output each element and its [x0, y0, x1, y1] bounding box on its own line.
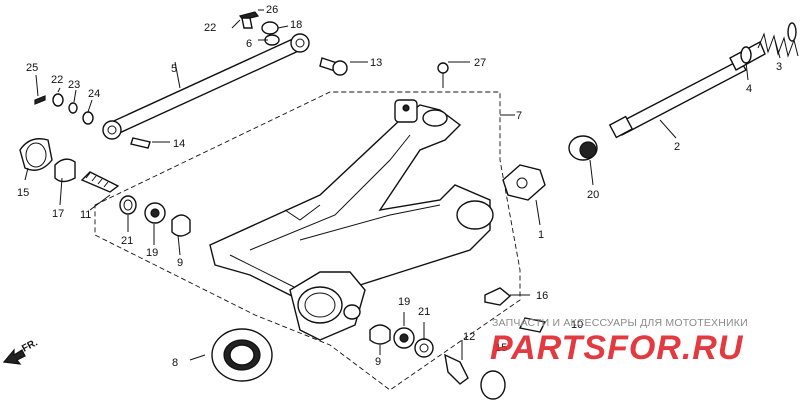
label-16: 16 — [536, 290, 548, 302]
label-23: 23 — [68, 79, 80, 91]
front-direction-arrow: FR. — [2, 337, 40, 365]
top-hardware — [130, 11, 449, 149]
label-26: 26 — [266, 4, 278, 16]
label-1: 1 — [538, 229, 544, 241]
label-14: 14 — [173, 138, 185, 150]
label-20: 20 — [587, 189, 599, 201]
label-4: 4 — [746, 83, 752, 95]
label-21b: 21 — [418, 306, 430, 318]
part-number-labels: 1 2 3 4 5 6 7 8 9 9 10 11 12 13 14 15 15… — [17, 4, 782, 369]
label-13: 13 — [370, 57, 382, 69]
circlip-ring — [740, 46, 752, 64]
left-hardware — [19, 93, 191, 237]
label-27: 27 — [474, 57, 486, 69]
assembly-outline — [94, 91, 521, 391]
label-10: 10 — [571, 319, 583, 331]
label-6: 6 — [246, 38, 252, 50]
label-19b: 19 — [398, 296, 410, 308]
label-15a: 15 — [17, 187, 29, 199]
label-18: 18 — [290, 19, 302, 31]
label-2: 2 — [674, 141, 680, 153]
label-22a: 22 — [204, 22, 216, 34]
coil-spring — [757, 22, 799, 58]
label-9b: 9 — [375, 356, 381, 368]
label-7: 7 — [516, 110, 522, 122]
leader-lines — [24, 9, 781, 361]
label-25: 25 — [26, 62, 38, 74]
label-11: 11 — [80, 209, 91, 221]
label-21a: 21 — [121, 235, 133, 247]
swingarm-frame — [209, 99, 494, 341]
torque-rod — [102, 33, 310, 140]
label-9a: 9 — [177, 257, 183, 269]
label-8: 8 — [172, 357, 178, 369]
watermark-subtitle: ЗАПЧАСТИ И АКСЕССУАРЫ ДЛЯ МОТОТЕХНИКИ — [492, 317, 748, 329]
bottom-hardware — [211, 317, 547, 400]
label-5: 5 — [171, 63, 177, 75]
label-17: 17 — [52, 208, 64, 220]
right-hardware — [484, 135, 598, 306]
label-24: 24 — [88, 88, 100, 100]
label-3: 3 — [776, 61, 782, 73]
label-19a: 19 — [146, 247, 158, 259]
label-12: 12 — [463, 331, 475, 343]
watermark-brand: PARTSFOR.RU — [490, 329, 744, 367]
front-marker-label: FR. — [20, 337, 40, 354]
label-22b: 22 — [51, 74, 63, 86]
label-15b: 15 — [495, 342, 507, 354]
